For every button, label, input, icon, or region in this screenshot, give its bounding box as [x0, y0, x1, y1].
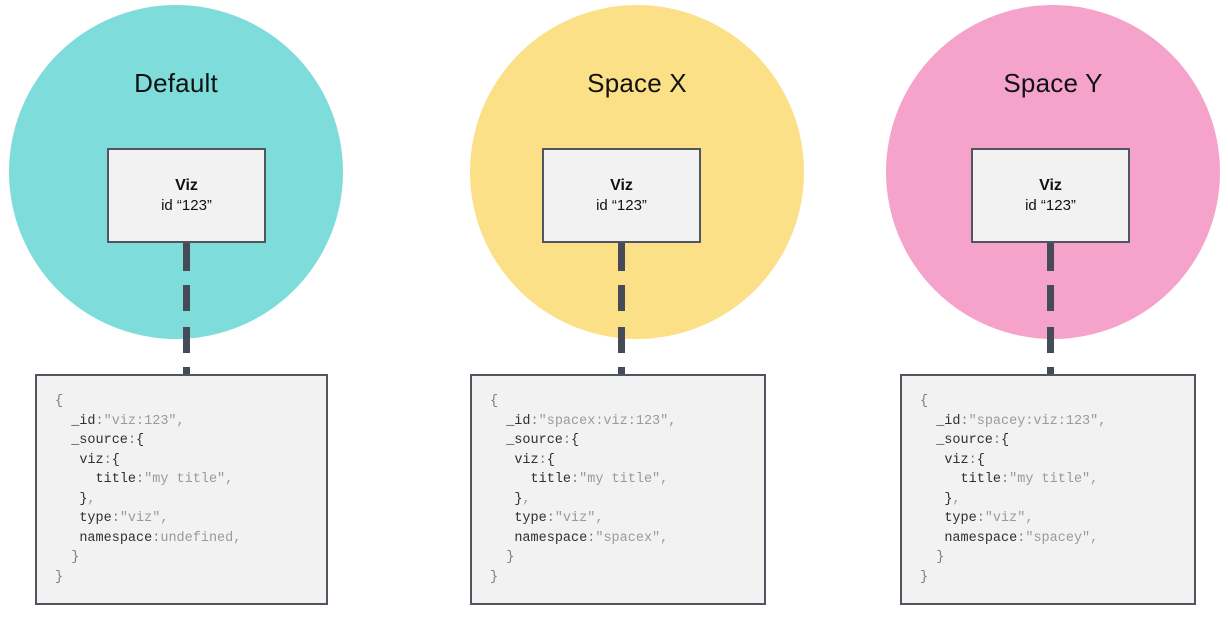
dash-segment	[183, 285, 190, 311]
dashed-connector-spacex	[618, 243, 625, 376]
space-group-default: Default Viz id “123” { _id:"viz:123", _s…	[0, 0, 410, 622]
code-line: viz:{	[514, 452, 555, 468]
dash-segment	[183, 367, 190, 376]
space-label-spacex: Space X	[587, 68, 687, 98]
code-line: _id:"spacex:viz:123",	[506, 413, 677, 429]
dash-segment	[1047, 285, 1054, 311]
code-line: }	[490, 569, 499, 585]
document-code-box-spacex: { _id:"spacex:viz:123", _source:{ viz:{ …	[470, 374, 766, 605]
document-code-box-default: { _id:"viz:123", _source:{ viz:{ title:"…	[35, 374, 328, 605]
document-json-code: { _id:"spacey:viz:123", _source:{ viz:{ …	[920, 392, 1180, 587]
viz-node-id: id “123”	[1025, 196, 1076, 214]
viz-node-title: Viz	[1039, 176, 1062, 194]
code-line: _source:{	[506, 433, 580, 448]
code-line: {	[490, 394, 499, 409]
space-group-spacex: Space X Viz id “123” { _id:"spacex:viz:1…	[430, 0, 840, 622]
code-line: }	[936, 550, 945, 565]
dash-segment	[618, 327, 625, 353]
code-line: {	[920, 394, 929, 409]
code-line: viz:{	[944, 452, 985, 468]
code-line: },	[514, 491, 531, 507]
viz-node-id: id “123”	[596, 196, 647, 214]
code-line: namespace:undefined,	[79, 530, 242, 546]
code-line: }	[55, 569, 64, 585]
code-line: namespace:"spacex",	[514, 530, 669, 546]
code-line: },	[944, 491, 961, 507]
dash-segment	[1047, 327, 1054, 353]
dash-segment	[618, 285, 625, 311]
code-line: _source:{	[936, 433, 1010, 448]
code-line: title:"my title",	[530, 472, 669, 487]
code-line: type:"viz",	[944, 511, 1034, 526]
code-line: }	[506, 550, 515, 565]
dash-segment	[183, 327, 190, 353]
code-line: _id:"viz:123",	[71, 413, 185, 429]
code-line: }	[920, 569, 929, 585]
code-line: type:"viz",	[79, 511, 169, 526]
space-group-spacey: Space Y Viz id “123” { _id:"spacey:viz:1…	[856, 0, 1228, 622]
dash-segment	[183, 243, 190, 271]
code-line: viz:{	[79, 452, 120, 468]
viz-node-spacex: Viz id “123”	[542, 148, 701, 243]
document-code-box-spacey: { _id:"spacey:viz:123", _source:{ viz:{ …	[900, 374, 1196, 605]
code-line: {	[55, 394, 64, 409]
document-json-code: { _id:"spacex:viz:123", _source:{ viz:{ …	[490, 392, 750, 587]
viz-node-title: Viz	[610, 176, 633, 194]
document-json-code: { _id:"viz:123", _source:{ viz:{ title:"…	[55, 392, 312, 587]
code-line: type:"viz",	[514, 511, 604, 526]
space-label-spacey: Space Y	[1003, 68, 1103, 98]
dashed-connector-default	[183, 243, 190, 376]
code-line: _source:{	[71, 433, 145, 448]
dash-segment	[1047, 243, 1054, 271]
viz-node-spacey: Viz id “123”	[971, 148, 1130, 243]
dash-segment	[1047, 367, 1054, 376]
viz-node-default: Viz id “123”	[107, 148, 266, 243]
code-line: title:"my title",	[95, 472, 234, 487]
code-line: _id:"spacey:viz:123",	[936, 413, 1107, 429]
code-line: },	[79, 491, 96, 507]
space-label-default: Default	[134, 68, 218, 98]
code-line: title:"my title",	[960, 472, 1099, 487]
viz-node-title: Viz	[175, 176, 198, 194]
viz-node-id: id “123”	[161, 196, 212, 214]
dash-segment	[618, 243, 625, 271]
dash-segment	[618, 367, 625, 376]
code-line: }	[71, 550, 80, 565]
code-line: namespace:"spacey",	[944, 530, 1099, 546]
dashed-connector-spacey	[1047, 243, 1054, 376]
